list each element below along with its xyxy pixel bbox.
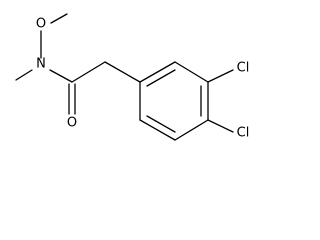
bond-n-carbonyl (49, 69, 73, 83)
bond-ring-cl4 (207, 119, 234, 133)
bond-ch2-ring (104, 61, 141, 83)
ring-bond-5 (139, 119, 176, 141)
atom-label-oxygen-carbonyl: O (67, 116, 77, 131)
atom-label-chlorine-4: Cl (237, 126, 250, 141)
chemical-structure: O N O Cl Cl (15, 13, 250, 141)
ring-bond-2 (174, 61, 209, 83)
atom-label-chlorine-3: Cl (237, 61, 250, 76)
bond-methoxy-methyl (50, 13, 68, 24)
atom-label-nitrogen: N (36, 57, 46, 72)
ring-inner-bond-1 (146, 69, 176, 87)
bond-n-methyl (15, 69, 33, 81)
atom-label-oxygen-methoxy: O (36, 17, 46, 32)
ring-inner-bond-3 (146, 115, 176, 133)
bond-carbonyl-ch2 (71, 61, 106, 83)
ring-bond-4 (174, 119, 209, 141)
ring-bond-1 (139, 61, 176, 83)
bond-ring-cl3 (207, 69, 234, 83)
